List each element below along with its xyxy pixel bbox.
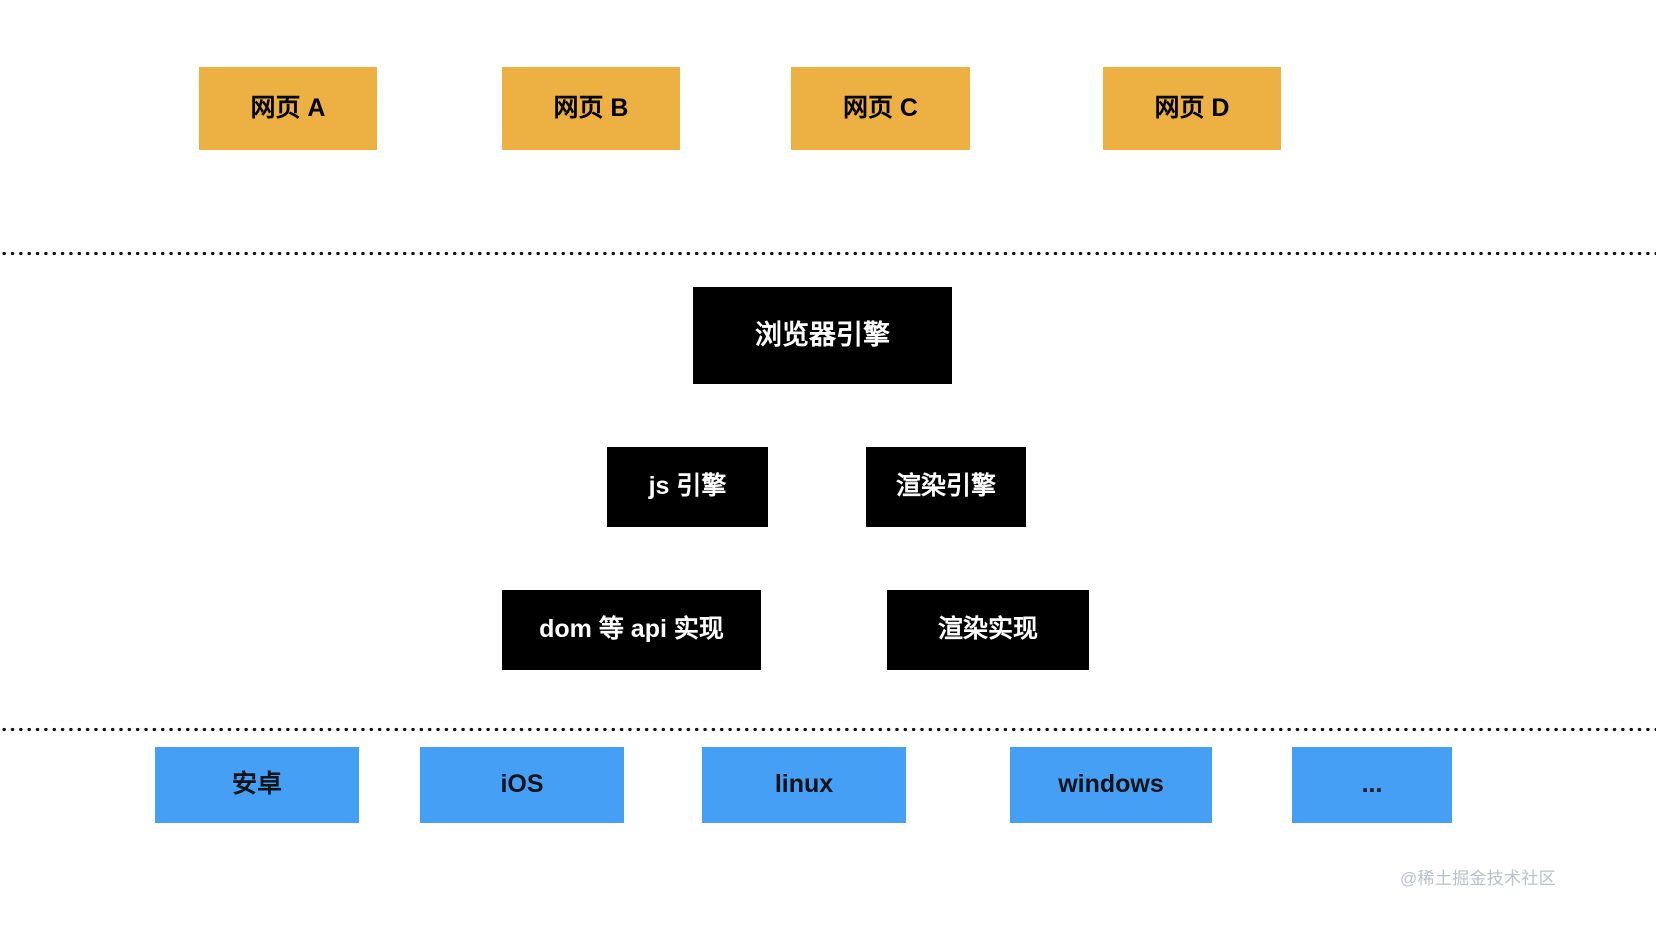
browser-engine-box: 浏览器引擎 [693,287,952,384]
os-box-ios: iOS [420,747,624,823]
os-box-others: ... [1292,747,1452,823]
divider-engine-os [0,727,1656,732]
page-box-b: 网页 B [502,67,680,150]
render-impl-box: 渲染实现 [887,590,1089,670]
js-engine-box: js 引擎 [607,447,768,527]
os-box-android: 安卓 [155,747,359,823]
page-box-d: 网页 D [1103,67,1281,150]
divider-pages-engine [0,251,1656,256]
dom-api-impl-box: dom 等 api 实现 [502,590,761,670]
page-box-a: 网页 A [199,67,377,150]
page-box-c: 网页 C [791,67,970,150]
os-box-linux: linux [702,747,906,823]
render-engine-box: 渲染引擎 [866,447,1026,527]
watermark: @稀土掘金技术社区 [1400,869,1556,888]
os-box-windows: windows [1010,747,1212,823]
